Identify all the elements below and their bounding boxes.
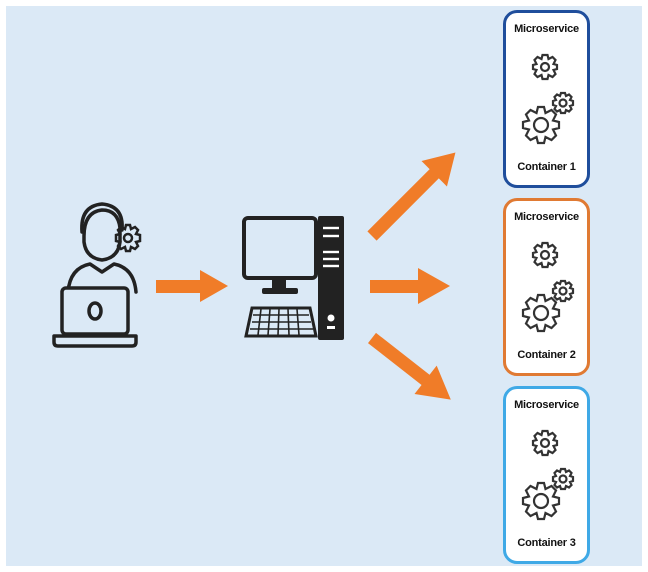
service-box-2: Microservice Container 2 bbox=[503, 198, 590, 376]
service-box-1: Microservice Container 1 bbox=[503, 10, 590, 188]
arrow-to-container-1 bbox=[367, 152, 456, 241]
arrow-to-container-3 bbox=[367, 332, 451, 400]
service-title: Microservice bbox=[514, 23, 579, 35]
gear-icon bbox=[114, 223, 142, 253]
arrow-to-container-2 bbox=[370, 268, 450, 304]
gears-icon bbox=[521, 53, 575, 145]
container-label: Container 2 bbox=[517, 349, 576, 361]
developer-icon bbox=[52, 202, 138, 348]
service-title: Microservice bbox=[514, 211, 579, 223]
service-title: Microservice bbox=[514, 399, 579, 411]
container-label: Container 1 bbox=[517, 161, 576, 173]
gears-icon bbox=[521, 429, 575, 521]
container-label: Container 3 bbox=[517, 537, 576, 549]
gears-icon bbox=[521, 241, 575, 333]
diagram-canvas: Microservice Container 1 Microservice bbox=[6, 6, 642, 566]
service-box-3: Microservice Container 3 bbox=[503, 386, 590, 564]
arrow-to-computer bbox=[156, 270, 228, 302]
desktop-computer-icon bbox=[242, 216, 344, 340]
diagram-art bbox=[52, 152, 456, 400]
